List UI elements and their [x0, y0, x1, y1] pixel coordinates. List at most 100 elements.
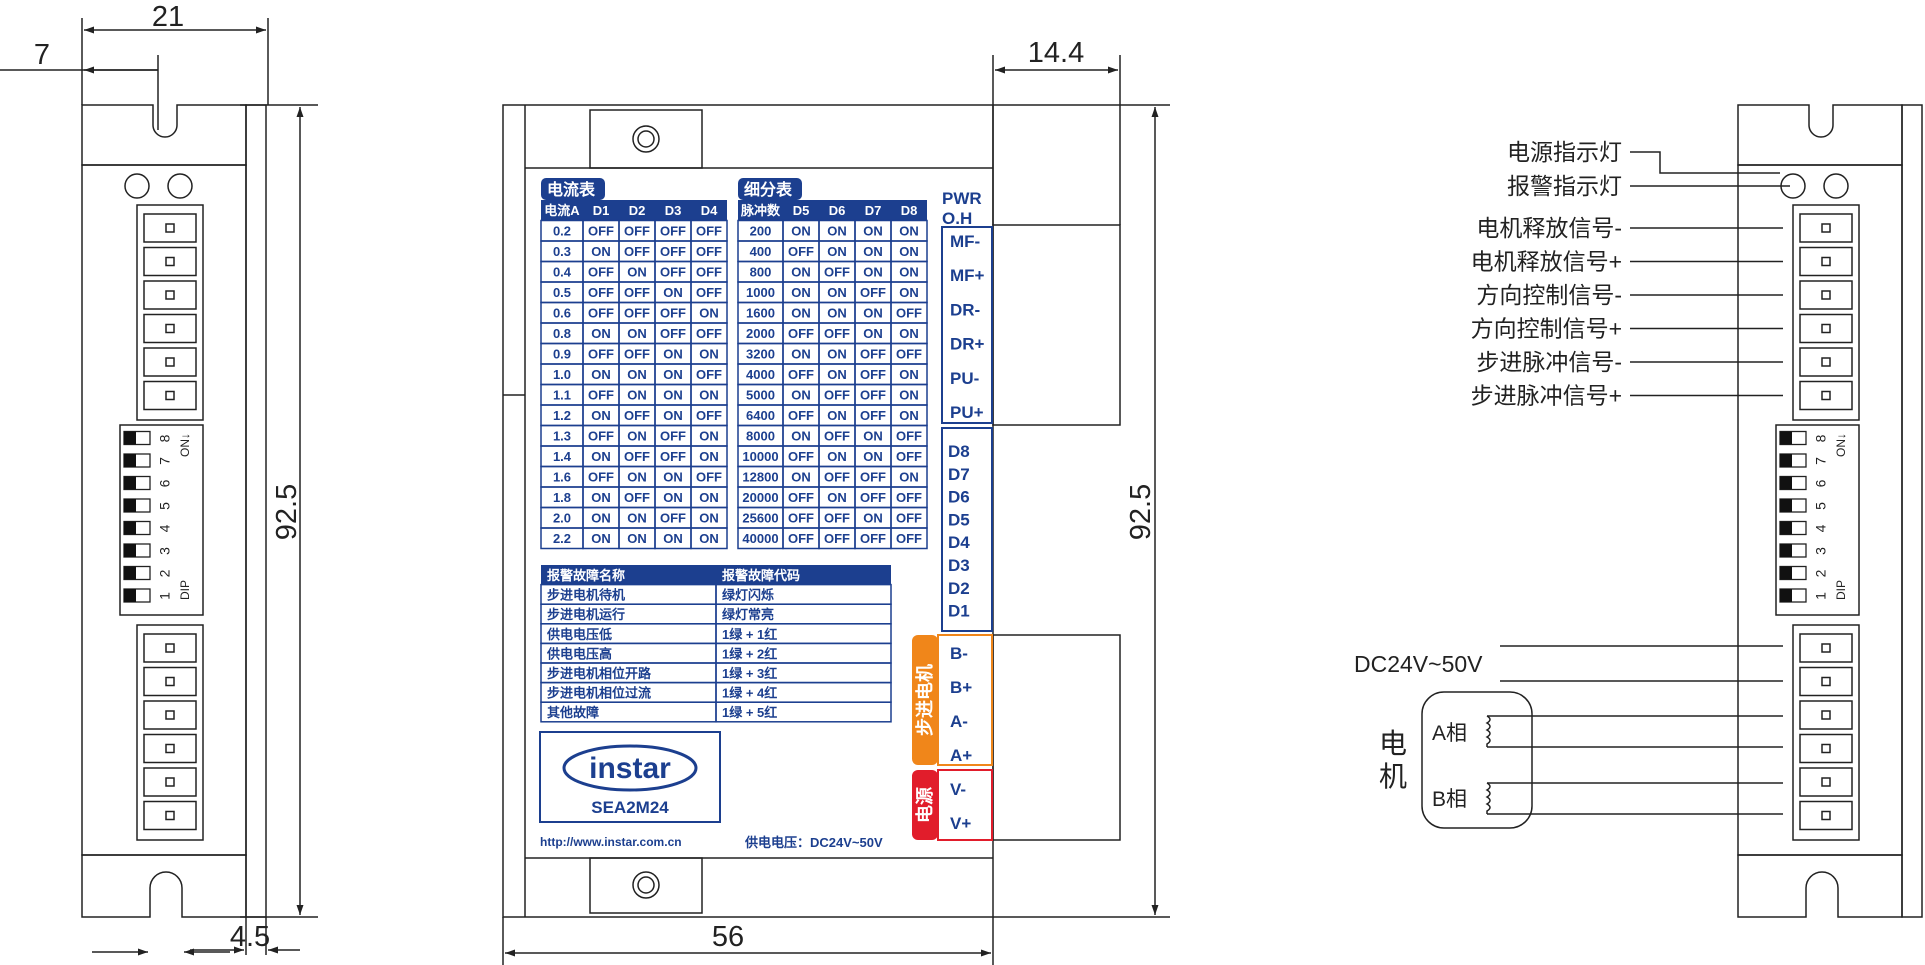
terminal-contact: [165, 810, 175, 821]
terminal-slot: [1799, 313, 1853, 344]
terminal-slot: [1799, 800, 1853, 831]
table-cell-text: ON: [863, 224, 883, 239]
terminal-contact: [165, 643, 175, 653]
table-cell-text: ON: [627, 367, 647, 382]
terminal-slot: [1799, 633, 1853, 663]
power-tag: [912, 770, 938, 840]
table-cell-text: ON: [699, 490, 719, 505]
table-cell-text: ON: [863, 449, 883, 464]
dip-number: 5: [157, 502, 173, 510]
table-header-cell: D3: [665, 203, 682, 218]
alarm-code: 绿灯常亮: [722, 607, 774, 622]
table-cell-text: ON: [899, 285, 919, 300]
table-cell-text: 0.6: [553, 306, 571, 321]
table-cell-text: OFF: [660, 511, 686, 526]
dip-number: 2: [1813, 569, 1829, 577]
table-title-tab: [738, 178, 802, 200]
alarm-name: 步进电机相位开路: [547, 666, 652, 681]
table-cell-text: 1.6: [553, 470, 571, 485]
dip-number: 5: [1813, 502, 1829, 510]
terminal-contact: [1821, 710, 1831, 720]
table-cell-text: OFF: [696, 367, 722, 382]
dip-switch-lever: [1780, 521, 1792, 535]
table-cell-text: ON: [663, 490, 683, 505]
dip-number: 1: [1813, 592, 1829, 600]
table-cell-text: OFF: [660, 326, 686, 341]
power-led-label: 电源指示灯: [1507, 139, 1622, 165]
alarm-name: 其他故障: [547, 705, 599, 720]
table-cell-text: ON: [791, 285, 811, 300]
dim-connector-width: 14.4: [1028, 37, 1084, 69]
table-cell-text: OFF: [660, 244, 686, 259]
dip-number: 6: [1813, 479, 1829, 487]
table-cell-text: ON: [863, 511, 883, 526]
table-cell-text: OFF: [896, 306, 922, 321]
table-cell-text: OFF: [588, 347, 614, 362]
table-cell-text: 8000: [746, 429, 775, 444]
table-cell-text: OFF: [860, 367, 886, 382]
table-cell-text: OFF: [588, 470, 614, 485]
table-cell-text: 200: [750, 224, 772, 239]
terminal-slot: [143, 800, 197, 831]
table-cell-text: OFF: [860, 347, 886, 362]
table-cell-text: ON: [863, 265, 883, 280]
table-title: 电流表: [547, 180, 596, 199]
coil-a-icon: [1485, 715, 1491, 747]
terminal-contact: [165, 223, 175, 233]
table-cell-text: ON: [863, 244, 883, 259]
terminal-pin-label: B-: [950, 644, 968, 663]
table-cell-text: OFF: [588, 388, 614, 403]
dip-switch-lever: [1780, 476, 1792, 490]
dip-switch-lever: [124, 566, 136, 580]
dip-on-label: ON↓: [178, 433, 192, 457]
signal-label: 步进脉冲信号+: [1471, 383, 1622, 409]
terminal-pin-label: D8: [948, 442, 970, 461]
table-cell-text: ON: [699, 429, 719, 444]
dim-side-bottom: 4.5: [230, 921, 270, 953]
terminal-pin-label: MF-: [950, 232, 980, 251]
dip-number: 4: [157, 524, 173, 532]
dip-switch-lever: [124, 589, 136, 602]
table-cell-text: OFF: [788, 531, 814, 546]
table-header-cell: D1: [593, 203, 610, 218]
table-cell-text: ON: [791, 470, 811, 485]
table-cell-text: OFF: [896, 347, 922, 362]
table-cell-text: ON: [663, 367, 683, 382]
table-cell-text: ON: [627, 388, 647, 403]
dip-number: 7: [157, 457, 173, 465]
table-cell-text: OFF: [788, 490, 814, 505]
terminal-pin-label: B+: [950, 678, 972, 697]
table-cell-text: ON: [699, 511, 719, 526]
table-cell-text: OFF: [588, 285, 614, 300]
terminal-contact: [165, 676, 175, 687]
table-cell-text: OFF: [624, 285, 650, 300]
logo-box: [539, 731, 721, 823]
table-cell-text: 0.2: [553, 224, 571, 239]
terminal-slot: [1799, 767, 1853, 797]
table-cell-text: ON: [863, 326, 883, 341]
alarm-name: 步进电机运行: [547, 607, 625, 622]
supply-voltage-label: 供电电压：DC24V~50V: [744, 835, 883, 850]
table-cell-text: 5000: [746, 388, 775, 403]
terminal-slot: [143, 733, 197, 764]
table-cell-text: OFF: [660, 265, 686, 280]
table-cell-text: ON: [791, 388, 811, 403]
table-cell: [690, 527, 728, 550]
table-cell-text: OFF: [588, 224, 614, 239]
alarm-code: 1绿 + 1红: [722, 627, 777, 642]
table-cell-text: OFF: [696, 224, 722, 239]
table-cell-text: OFF: [860, 388, 886, 403]
terminal-pin-label: D2: [948, 579, 970, 598]
terminal-slot: [143, 767, 197, 797]
dip-number: 1: [157, 592, 173, 600]
dip-switch-lever: [124, 431, 136, 445]
table-title: 细分表: [744, 180, 793, 199]
table-cell-text: OFF: [588, 306, 614, 321]
alarm-code: 绿灯闪烁: [722, 588, 774, 603]
alarm-led-label: 报警指示灯: [1507, 173, 1622, 199]
dip-number: 8: [157, 434, 173, 442]
